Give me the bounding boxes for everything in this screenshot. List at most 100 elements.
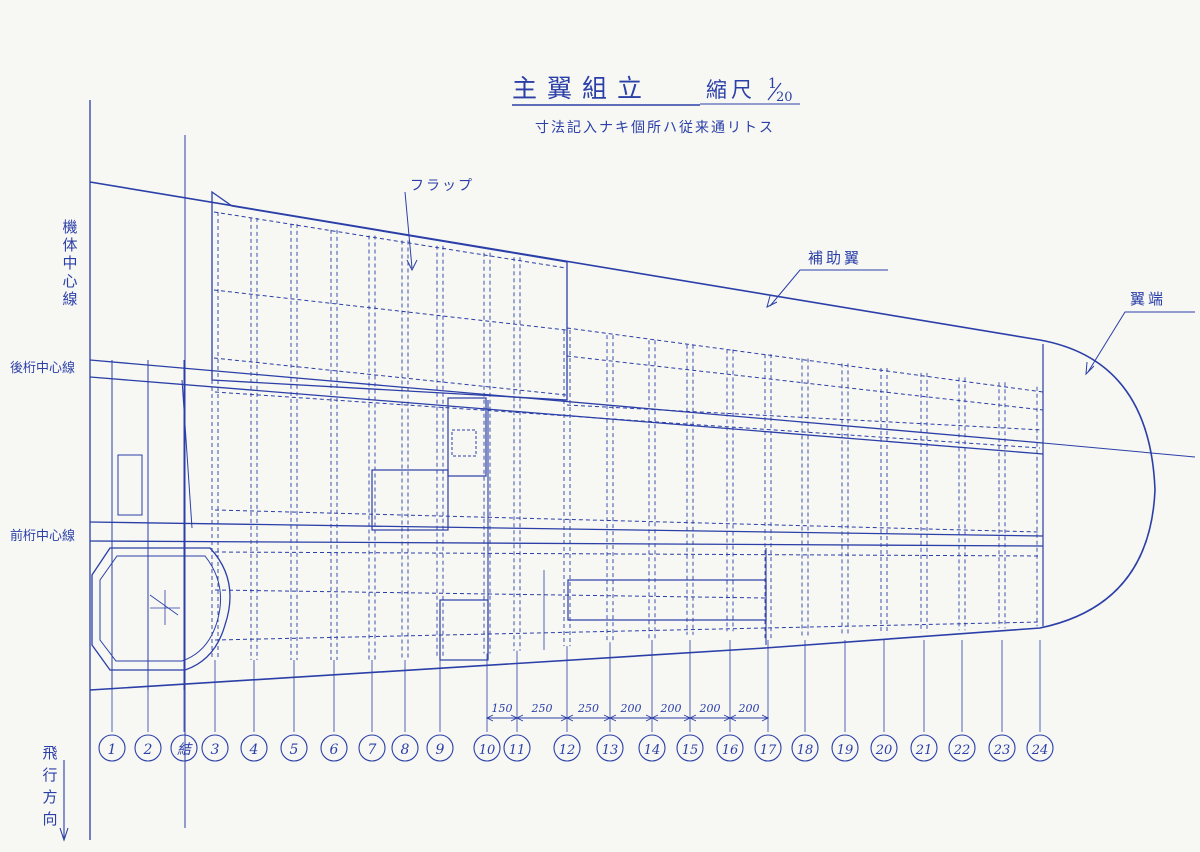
dimension-arrow (728, 714, 737, 722)
dimension-arrow (650, 714, 659, 722)
rib-station-label: 1 (108, 742, 117, 758)
rib-station-circle (1026, 734, 1054, 762)
rib-station-circle (426, 734, 454, 762)
rib-station-circle (870, 734, 898, 762)
fuselage-centerline-label-char: 体 (62, 236, 77, 254)
dimension-value: 200 (620, 702, 642, 715)
flight-direction-label-char: 行 (42, 766, 57, 784)
rib-station-label: 18 (797, 743, 814, 758)
wing-outline (89, 181, 1156, 691)
wing-tip-leader (1087, 311, 1195, 373)
rib-lines-group (111, 212, 1044, 732)
rib-station-label: 20 (875, 743, 893, 758)
scale-label: 縮尺 (706, 78, 756, 102)
flap-inner-lines (213, 211, 567, 396)
rib-station-circle (988, 734, 1016, 762)
rib-station-circle (391, 734, 419, 762)
rib-station-label: 4 (249, 742, 259, 758)
flight-direction-label-char: 飛 (42, 744, 57, 762)
rib-station-circle (170, 734, 198, 762)
rib-station-label: 12 (559, 743, 576, 758)
rib-station-circle (553, 734, 581, 762)
rear-spar-upper (89, 359, 1044, 444)
flight-direction-label-char: 方 (42, 788, 57, 806)
aileron-inner-lines (566, 327, 1044, 431)
drawing-subtitle: 寸法記入ナキ個所ハ従来通リトス (535, 119, 775, 136)
root-fitting-inner (99, 555, 222, 662)
rib-station-label: 7 (368, 742, 377, 758)
rib-station-circle (240, 734, 268, 762)
rib-station-circle (98, 734, 126, 762)
rib-station-circle (676, 734, 704, 762)
rib-station-label: 10 (479, 743, 496, 758)
rib-station-circle (831, 734, 859, 762)
rear-spar-extension (1042, 442, 1196, 458)
fuselage-centerline-label-char: 線 (62, 290, 77, 308)
flight-direction-label-char: 向 (42, 810, 57, 828)
rib-station-circle (473, 734, 501, 762)
fuselage-centerline-label-char: 機 (62, 218, 77, 236)
rib-station-label: 22 (953, 743, 971, 758)
rib-station-label: 9 (436, 742, 445, 758)
fuselage-centerline-label-char: 心 (62, 272, 77, 290)
rib-station-label: 24 (1031, 743, 1049, 758)
rib-station-circle (638, 734, 666, 762)
stringer-lines (214, 391, 1041, 641)
front-spar-upper (89, 521, 1044, 537)
flap-leader (404, 191, 413, 269)
aileron-label: 補助翼 (808, 249, 862, 267)
rib-station-label: 15 (682, 743, 699, 758)
rib-station-circle (948, 734, 976, 762)
rib-station-label: 16 (722, 743, 739, 758)
dimension-value: 200 (738, 702, 760, 715)
root-cross-a (149, 594, 179, 616)
rib-station-label: 14 (644, 743, 661, 758)
rib-station-label: 21 (915, 743, 933, 758)
dimension-arrow (608, 714, 617, 722)
rib-station-circle (358, 734, 386, 762)
rib-station-circle (716, 734, 744, 762)
aileron-leader (769, 269, 888, 307)
rib-station-circle (201, 734, 229, 762)
aileron-leader-arrow (766, 295, 778, 308)
front-spar-lower (89, 540, 1044, 547)
front-spar-centerline-label: 前桁中心線 (10, 528, 75, 544)
inspection-panel-a-inner (451, 429, 477, 457)
dimension-arrow (515, 714, 524, 722)
rib-station-circle (754, 734, 782, 762)
dimension-value: 150 (492, 702, 513, 715)
rib-station-label: 3 (211, 742, 220, 758)
wing-tip-label: 翼端 (1130, 290, 1166, 308)
scale-slash (767, 82, 782, 101)
drawing-title: 主翼組立 (512, 74, 652, 103)
flight-direction-arrow (59, 760, 69, 842)
dimension-value: 250 (531, 702, 553, 715)
dimension-value: 200 (699, 702, 721, 715)
rib-station-circle (134, 734, 162, 762)
flap-leader-arrow (406, 259, 418, 272)
fuselage-centerline-label-char: 中 (62, 254, 77, 272)
scale-numerator: 1 (768, 76, 777, 92)
inspection-panel-d (567, 579, 767, 621)
root-fitting (91, 547, 231, 671)
rib-station-circle (320, 734, 348, 762)
scale-denominator: 20 (776, 90, 793, 105)
dimension-value: 250 (577, 702, 599, 715)
inspection-panel-a (447, 397, 487, 477)
root-block (117, 454, 143, 516)
rear-spar-centerline-label: 後桁中心線 (10, 360, 75, 376)
rib-station-label: 13 (602, 743, 619, 758)
rib-station-label: 5 (290, 742, 299, 758)
dimension-arrow (565, 714, 574, 722)
rib-station-label: 2 (143, 742, 153, 758)
rib-station-circle (503, 734, 531, 762)
rib-station-label: 17 (760, 743, 777, 758)
inspection-panel-c (439, 599, 489, 661)
rib-station-circle (596, 734, 624, 762)
rib-station-circle (280, 734, 308, 762)
